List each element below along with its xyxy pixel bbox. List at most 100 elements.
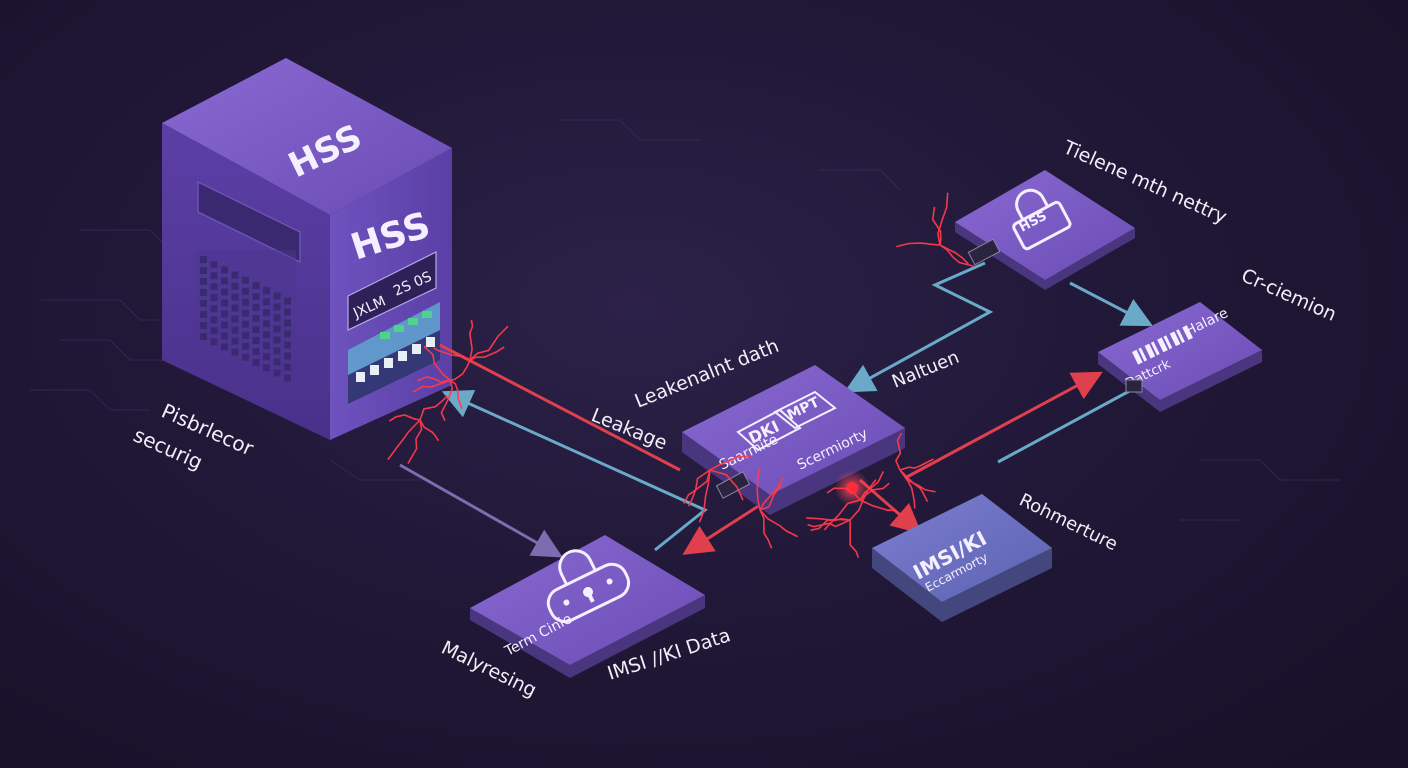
crack xyxy=(469,325,509,361)
crack xyxy=(931,206,942,246)
crack xyxy=(859,471,885,501)
center-node[interactable]: MPT DKI Saarmite Scermiorty xyxy=(682,365,905,515)
center-tag-1-frame xyxy=(773,390,837,430)
crack xyxy=(698,469,711,523)
line-blue-small-down xyxy=(997,386,1136,464)
barcode-bar xyxy=(1150,341,1160,356)
vent-dot xyxy=(273,292,281,300)
crack xyxy=(419,395,448,421)
led xyxy=(394,325,404,332)
vent-dot xyxy=(273,347,281,355)
vent-dot xyxy=(263,353,270,361)
crack xyxy=(419,419,440,442)
crack xyxy=(687,469,711,507)
crack xyxy=(440,379,454,422)
crack xyxy=(683,469,711,504)
line-red-leak xyxy=(439,343,681,472)
port xyxy=(370,365,379,375)
center-node-side xyxy=(682,428,905,515)
vent-dot xyxy=(210,272,218,280)
vent-dot xyxy=(242,287,249,295)
vent-dot xyxy=(200,267,207,274)
vent-dot xyxy=(221,266,228,274)
vent-dot xyxy=(273,336,281,344)
vent-dot xyxy=(231,348,239,356)
vent-dot xyxy=(263,287,270,295)
vent-dot xyxy=(252,293,260,300)
vent-dot xyxy=(252,326,260,333)
crack xyxy=(849,519,860,558)
lock-icon xyxy=(1012,188,1072,251)
leak-cracks xyxy=(387,192,975,558)
hss-server[interactable]: HSS HSS JXLM 2S 0S xyxy=(162,58,452,440)
lock-node-top xyxy=(955,170,1135,280)
vent-dot xyxy=(221,332,228,340)
vent-dot xyxy=(242,320,249,328)
small-node-top xyxy=(1098,302,1262,400)
label-leakage: Leakage xyxy=(588,404,670,454)
vent-dot xyxy=(231,304,239,312)
crack xyxy=(807,519,851,528)
vent-dot xyxy=(252,304,260,311)
line-blue-lock-to-center xyxy=(844,261,994,393)
vent-dot xyxy=(242,342,249,350)
crack xyxy=(388,414,421,422)
crack xyxy=(826,487,861,501)
line-server-to-bottom xyxy=(399,463,563,558)
vent-dot xyxy=(210,327,218,335)
label-malt: Naltuen xyxy=(889,347,962,393)
led xyxy=(408,318,418,325)
vent-dot xyxy=(242,309,249,317)
vent-dot xyxy=(263,331,270,339)
lock-node[interactable]: HSS xyxy=(955,170,1135,290)
vent-dot xyxy=(284,341,291,349)
vent-dot xyxy=(200,289,207,296)
vent-dot xyxy=(242,276,249,284)
vent-dot xyxy=(263,320,270,328)
vent-dot xyxy=(231,326,239,334)
crack xyxy=(899,469,916,509)
connector-icon xyxy=(967,238,1001,266)
vent-dot xyxy=(242,298,249,306)
vent-dot xyxy=(231,337,239,345)
line-blue-return xyxy=(441,389,708,552)
line-red-to-bottom xyxy=(682,503,761,555)
barcode-bar xyxy=(1163,335,1173,350)
vent-dot xyxy=(210,305,218,313)
vent-dot xyxy=(210,283,218,291)
vent-dot xyxy=(263,342,270,350)
crack xyxy=(407,419,423,464)
vent-dot xyxy=(242,353,249,361)
crack xyxy=(756,467,761,511)
line-blue-lock-to-small xyxy=(1069,281,1153,327)
barcode-bar xyxy=(1169,331,1181,347)
vent-dot xyxy=(210,316,218,324)
vent-dot xyxy=(221,288,228,296)
vent-dot xyxy=(200,333,207,340)
vent-dot xyxy=(284,374,291,382)
vent-dot xyxy=(221,277,228,285)
crack xyxy=(849,479,877,521)
server-slot xyxy=(197,180,301,264)
small-node[interactable]: Halare Dattcrk xyxy=(1098,302,1262,412)
server-vent-dots xyxy=(200,256,291,382)
crack xyxy=(449,379,463,410)
line-red-to-small xyxy=(904,371,1103,480)
vent-dot xyxy=(263,298,270,306)
crack xyxy=(859,499,906,518)
server-display xyxy=(347,251,437,331)
crack xyxy=(709,455,751,471)
vent-dot xyxy=(210,338,218,346)
vent-dot xyxy=(221,310,228,318)
imsi-node[interactable]: IMSI/KI Eccarmorty xyxy=(872,494,1052,622)
port xyxy=(384,358,393,368)
barcode-icon xyxy=(1132,325,1193,365)
robot-lock-icon xyxy=(546,549,631,624)
bottom-node[interactable]: Term Cinie xyxy=(470,534,705,678)
vent-dot xyxy=(221,343,228,351)
vent-dot xyxy=(252,315,260,322)
barcode-bar xyxy=(1157,337,1168,353)
barcode-bar xyxy=(1182,325,1193,341)
